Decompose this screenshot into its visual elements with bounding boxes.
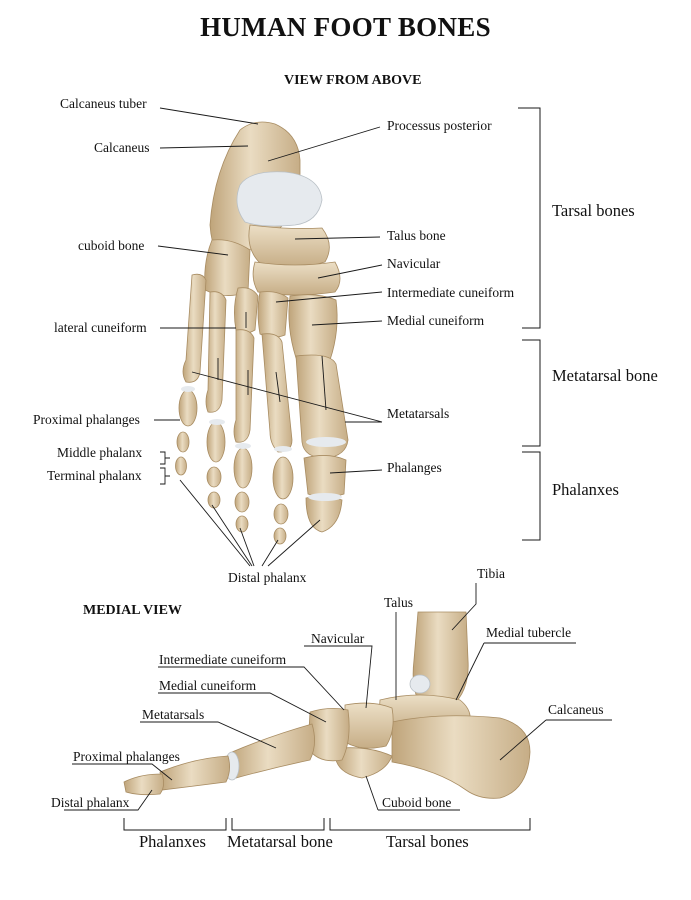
label-cuboid-bone-side: Cuboid bone <box>382 795 452 810</box>
medial-cuneiform-shape <box>288 294 338 363</box>
toe5-middle <box>176 431 190 453</box>
label-metatarsals-side: Metatarsals <box>142 707 205 722</box>
group-tarsal-bones: Tarsal bones <box>552 201 635 220</box>
toe4-middle <box>206 466 222 488</box>
group-phalanxes-side: Phalanxes <box>139 832 206 851</box>
cart-3 <box>308 493 342 501</box>
label-terminal-phalanx: Terminal phalanx <box>47 468 142 483</box>
cuneiform-side-shape <box>307 708 350 762</box>
cart-2 <box>274 446 292 452</box>
label-lateral-cuneiform: lateral cuneiform <box>54 320 147 335</box>
label-talus-bone: Talus bone <box>387 228 446 243</box>
label-distal-phalanx-side: Distal phalanx <box>51 795 130 810</box>
toe2-proximal <box>272 456 294 500</box>
toe5-distal <box>175 456 187 476</box>
navicular-shape <box>252 261 341 296</box>
metatarsal-bracket <box>522 339 541 447</box>
medial-group-brackets <box>123 818 531 831</box>
toe1-proximal <box>303 455 347 498</box>
label-distal-phalanx: Distal phalanx <box>228 570 307 585</box>
label-proximal-phalanges: Proximal phalanges <box>33 412 140 427</box>
label-processus-posterior: Processus posterior <box>387 118 492 133</box>
label-calcaneus-tuber: Calcaneus tuber <box>60 96 147 111</box>
distal-phalanx-side <box>123 773 164 796</box>
toe4-distal <box>207 491 221 509</box>
cuboid-side-shape <box>335 747 393 779</box>
cart-6 <box>181 386 195 392</box>
label-tibia: Tibia <box>477 566 506 581</box>
top-metatarsals <box>182 273 349 459</box>
group-metatarsal-bone: Metatarsal bone <box>552 366 658 385</box>
metatarsal-side-shape <box>229 723 315 779</box>
label-talus: Talus <box>384 595 414 610</box>
talus-shape <box>248 224 330 268</box>
group-phalanxes: Phalanxes <box>552 480 619 499</box>
toe2-distal <box>273 527 287 545</box>
label-phalanges: Phalanges <box>387 460 442 475</box>
toe4-proximal <box>206 421 226 463</box>
tarsal-bracket <box>518 107 541 329</box>
toe1-distal <box>305 496 343 533</box>
cart-4 <box>209 419 225 425</box>
label-proximal-phalanges-side: Proximal phalanges <box>73 749 180 764</box>
toe3-middle <box>234 491 250 513</box>
toe3-proximal <box>233 447 253 489</box>
label-middle-phalanx: Middle phalanx <box>57 445 143 460</box>
medial-view-heading: MEDIAL VIEW <box>83 603 182 618</box>
label-intermediate-cuneiform-side: Intermediate cuneiform <box>159 652 287 667</box>
group-metatarsal-bone-side: Metatarsal bone <box>227 832 333 851</box>
top-view-heading: VIEW FROM ABOVE <box>284 73 422 88</box>
label-medial-cuneiform: Medial cuneiform <box>387 313 485 328</box>
phalanxes-bracket <box>522 451 541 541</box>
label-cuboid-bone: cuboid bone <box>78 238 145 253</box>
navicular-side-shape <box>344 702 394 749</box>
label-medial-tubercle: Medial tubercle <box>486 625 572 640</box>
medial-malleolus-cartilage <box>409 674 431 694</box>
metatarsal-4 <box>205 291 227 413</box>
intermediate-cuneiform-shape <box>257 291 289 338</box>
talus-cartilage-shape <box>236 171 323 227</box>
group-tarsal-bones-side: Tarsal bones <box>386 832 469 851</box>
label-calcaneus-side: Calcaneus <box>548 702 604 717</box>
cart-5 <box>235 443 251 449</box>
top-phalanges <box>175 389 347 545</box>
label-intermediate-cuneiform: Intermediate cuneiform <box>387 285 515 300</box>
proximal-phalanges-side <box>159 755 230 791</box>
medial-leader-lines <box>64 583 612 811</box>
toe2-middle <box>273 503 289 525</box>
calcaneus-side-shape <box>391 715 531 799</box>
toe5-proximal <box>178 389 198 427</box>
label-navicular-side: Navicular <box>311 631 365 646</box>
cart-1 <box>306 437 346 447</box>
label-navicular: Navicular <box>387 256 441 271</box>
top-cartilage-highlights <box>181 386 346 501</box>
medial-view-foot <box>123 611 531 799</box>
toe3-distal <box>235 515 249 533</box>
top-group-brackets <box>518 107 541 541</box>
page-title: HUMAN FOOT BONES <box>200 12 491 42</box>
cuboid-shape <box>204 239 251 296</box>
label-calcaneus: Calcaneus <box>94 140 150 155</box>
label-metatarsals: Metatarsals <box>387 406 450 421</box>
label-medial-cuneiform-side: Medial cuneiform <box>159 678 257 693</box>
top-leader-lines <box>154 107 383 567</box>
top-view-foot <box>204 121 341 363</box>
metatarsal-2 <box>261 333 293 453</box>
